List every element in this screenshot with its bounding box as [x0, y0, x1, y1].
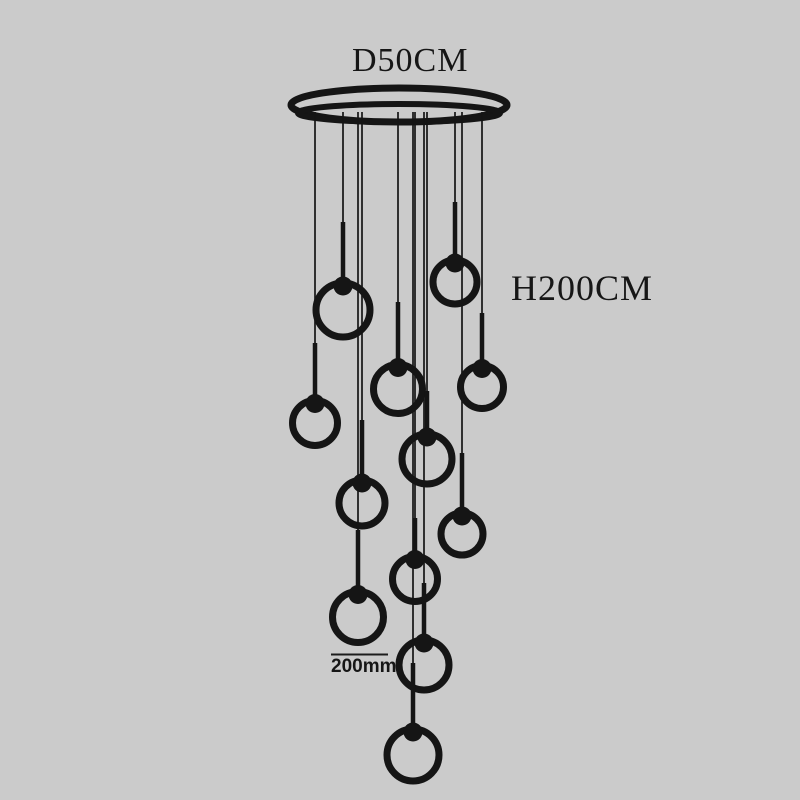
pendant-knobs — [305, 253, 492, 742]
pendant-knob — [305, 394, 325, 413]
diameter-label: D50CM — [352, 42, 469, 79]
canopy-ring — [287, 84, 511, 126]
pendant-knob — [388, 358, 408, 377]
pendant-knob — [445, 253, 465, 273]
pendant-knob — [452, 506, 472, 526]
pendant-knob — [472, 359, 492, 378]
pendant-knob — [333, 276, 353, 296]
pendant-knob — [352, 473, 372, 493]
pendant-knob — [414, 633, 434, 653]
pendant-knob — [405, 550, 425, 569]
pendant-knob — [348, 585, 368, 604]
height-label: H200CM — [511, 268, 654, 308]
pendant-knob — [403, 722, 423, 742]
scale-label: 200mm — [331, 656, 397, 677]
pendant-stems — [312, 202, 485, 732]
pendant-cords — [314, 112, 483, 665]
pendant-knob — [417, 427, 437, 447]
